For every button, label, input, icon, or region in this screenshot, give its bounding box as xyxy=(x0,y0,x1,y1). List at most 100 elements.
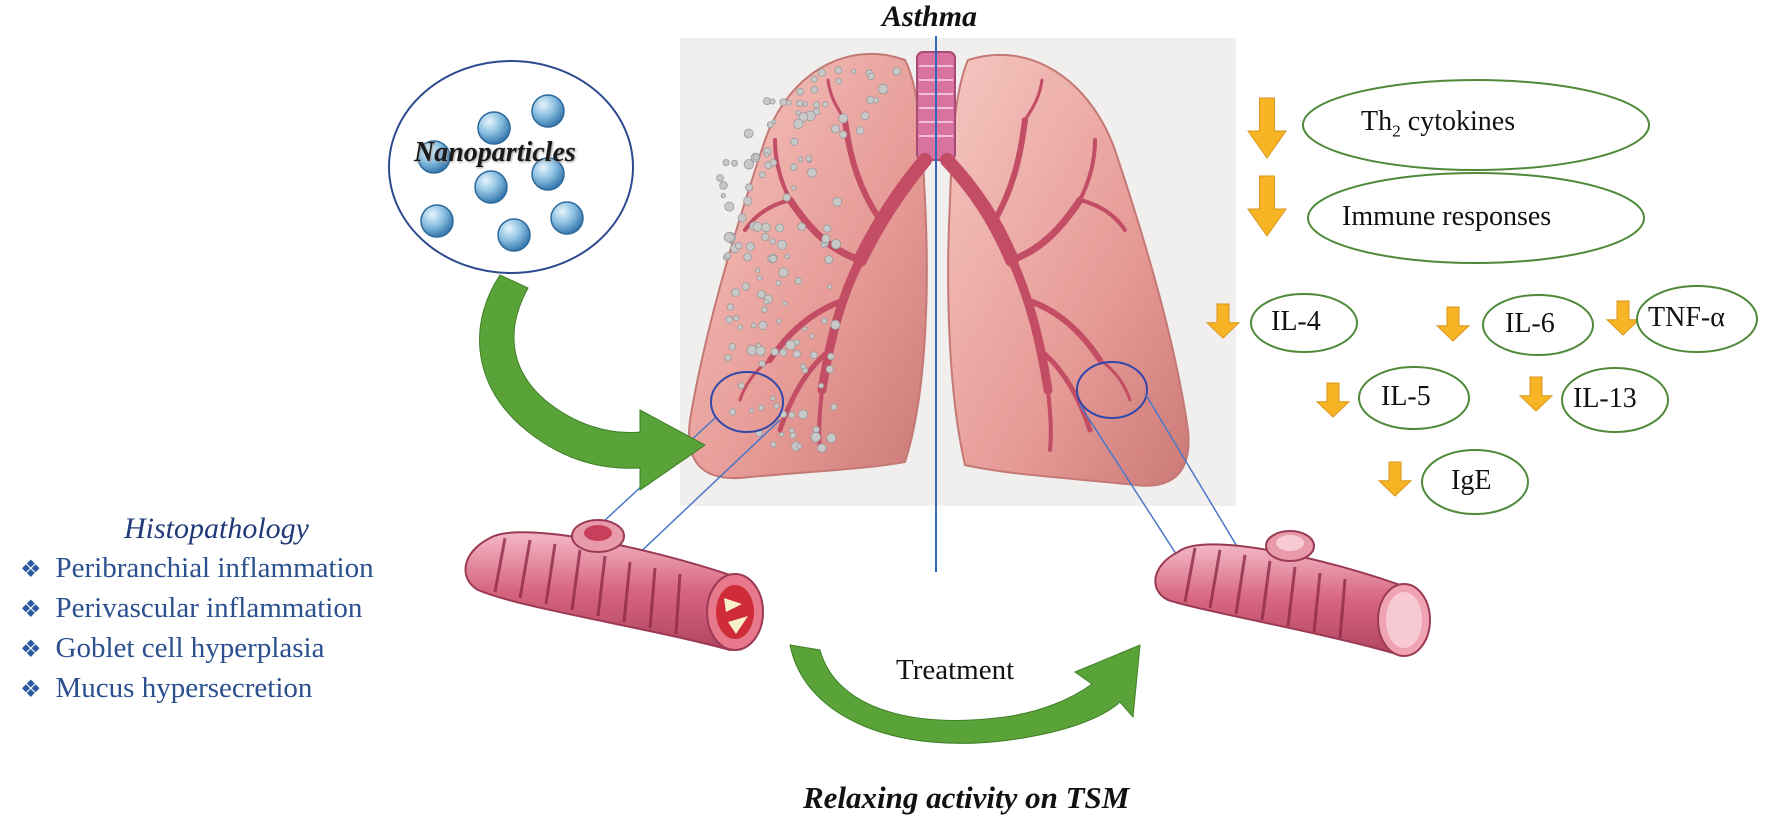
down-arrow-icon xyxy=(1247,97,1287,159)
diamond-cluster-icon: ❖ xyxy=(20,677,42,703)
th2-subscript: 2 xyxy=(1392,121,1401,141)
nanoparticle-ball xyxy=(477,111,511,145)
particle-speckle xyxy=(855,126,865,135)
particle-speckle xyxy=(831,124,841,134)
il6-pill xyxy=(1482,294,1594,356)
diamond-cluster-icon: ❖ xyxy=(20,557,42,583)
particle-speckle xyxy=(796,443,802,450)
particle-speckle xyxy=(788,427,795,434)
particle-speckle xyxy=(860,111,870,121)
down-arrow-icon xyxy=(1435,306,1471,342)
particle-speckle xyxy=(775,280,782,286)
immune-responses-pill xyxy=(1307,172,1645,264)
particle-speckle xyxy=(809,333,815,339)
particle-speckle xyxy=(757,289,766,299)
particle-speckle xyxy=(838,113,849,124)
particle-speckle xyxy=(810,85,819,94)
histopathology-item-label: Mucus hypersecretion xyxy=(55,672,313,704)
particle-speckle xyxy=(795,110,801,116)
particle-speckle xyxy=(835,77,843,85)
particle-speckle xyxy=(867,72,875,81)
particle-speckle xyxy=(724,201,735,212)
particle-speckle xyxy=(805,155,813,162)
particle-speckle xyxy=(763,97,772,106)
particle-speckle xyxy=(782,193,791,202)
particle-speckle xyxy=(763,299,769,305)
th2-suffix: cytokines xyxy=(1400,106,1516,137)
particle-speckle xyxy=(738,382,745,389)
particle-speckle xyxy=(769,98,776,105)
particle-speckle xyxy=(812,425,820,434)
relaxing-activity-title: Relaxing activity on TSM xyxy=(803,780,1130,815)
ige-pill xyxy=(1421,449,1529,515)
diseased-airway xyxy=(464,519,764,652)
particle-speckle xyxy=(726,303,735,311)
histopathology-item-label: Goblet cell hyperplasia xyxy=(55,632,325,664)
particle-speckle xyxy=(733,314,740,322)
th2-cytokines-label: Th2 cytokines xyxy=(1361,106,1515,142)
particle-speckle xyxy=(850,68,857,75)
particle-speckle xyxy=(830,319,841,330)
particle-speckle xyxy=(770,395,776,401)
histopathology-item: ❖ Goblet cell hyperplasia xyxy=(20,632,324,665)
il4-label: IL-4 xyxy=(1271,306,1321,337)
diamond-cluster-icon: ❖ xyxy=(20,637,42,663)
particle-speckle xyxy=(755,342,761,348)
particle-speckle xyxy=(724,252,732,260)
particle-speckle xyxy=(877,83,889,95)
particle-speckle xyxy=(728,408,737,416)
particle-speckle xyxy=(817,68,826,77)
particle-speckle xyxy=(794,277,802,285)
particle-speckle xyxy=(782,300,788,306)
particle-speckle xyxy=(810,351,818,360)
particle-speckle xyxy=(791,185,797,191)
il13-label: IL-13 xyxy=(1573,383,1637,414)
down-arrow-icon xyxy=(1205,303,1241,339)
particle-speckle xyxy=(817,443,827,453)
particle-speckle xyxy=(770,347,779,356)
particle-speckle xyxy=(797,156,804,163)
particle-speckle xyxy=(830,239,842,250)
particle-speckle xyxy=(825,365,834,374)
particle-speckle xyxy=(790,163,798,171)
particle-speckle xyxy=(758,360,766,368)
particle-speckle xyxy=(716,174,724,182)
particle-speckle xyxy=(824,255,834,265)
particle-speckle xyxy=(752,153,760,161)
histopathology-item: ❖ Mucus hypersecretion xyxy=(20,672,312,705)
particle-speckle xyxy=(788,411,796,419)
particle-speckle xyxy=(758,171,766,179)
particle-speckle xyxy=(756,274,763,281)
particle-speckle xyxy=(769,254,778,263)
down-arrow-icon xyxy=(1247,175,1287,237)
particle-speckles xyxy=(716,66,901,453)
particle-speckle xyxy=(785,339,796,351)
particle-speckle xyxy=(720,193,726,199)
down-arrow-icon xyxy=(1377,461,1413,497)
particle-speckle xyxy=(797,222,806,232)
il13-pill xyxy=(1561,367,1669,433)
particle-speckle xyxy=(834,66,843,74)
particle-speckle xyxy=(724,354,732,362)
treatment-label: Treatment xyxy=(896,654,1015,686)
particle-speckle xyxy=(731,159,738,167)
nanoparticle-ball xyxy=(420,204,454,238)
down-arrow-icon xyxy=(1605,300,1641,336)
histopathology-item-label: Peribranchial inflammation xyxy=(55,552,374,584)
nanoparticle-ball xyxy=(417,140,451,174)
particle-speckle xyxy=(743,159,755,170)
right-zoom-lines xyxy=(1079,394,1239,561)
particle-speckle xyxy=(807,167,818,178)
particle-speckle xyxy=(779,432,785,438)
particle-speckle xyxy=(723,232,735,243)
particle-speckle xyxy=(725,315,734,324)
particle-speckle xyxy=(812,107,821,116)
particle-speckle xyxy=(745,241,755,252)
particle-speckle xyxy=(764,152,770,158)
particle-speckle xyxy=(786,99,792,106)
down-arrow-icon xyxy=(1315,382,1351,418)
particle-speckle xyxy=(826,432,837,443)
particle-speckle xyxy=(743,128,754,139)
